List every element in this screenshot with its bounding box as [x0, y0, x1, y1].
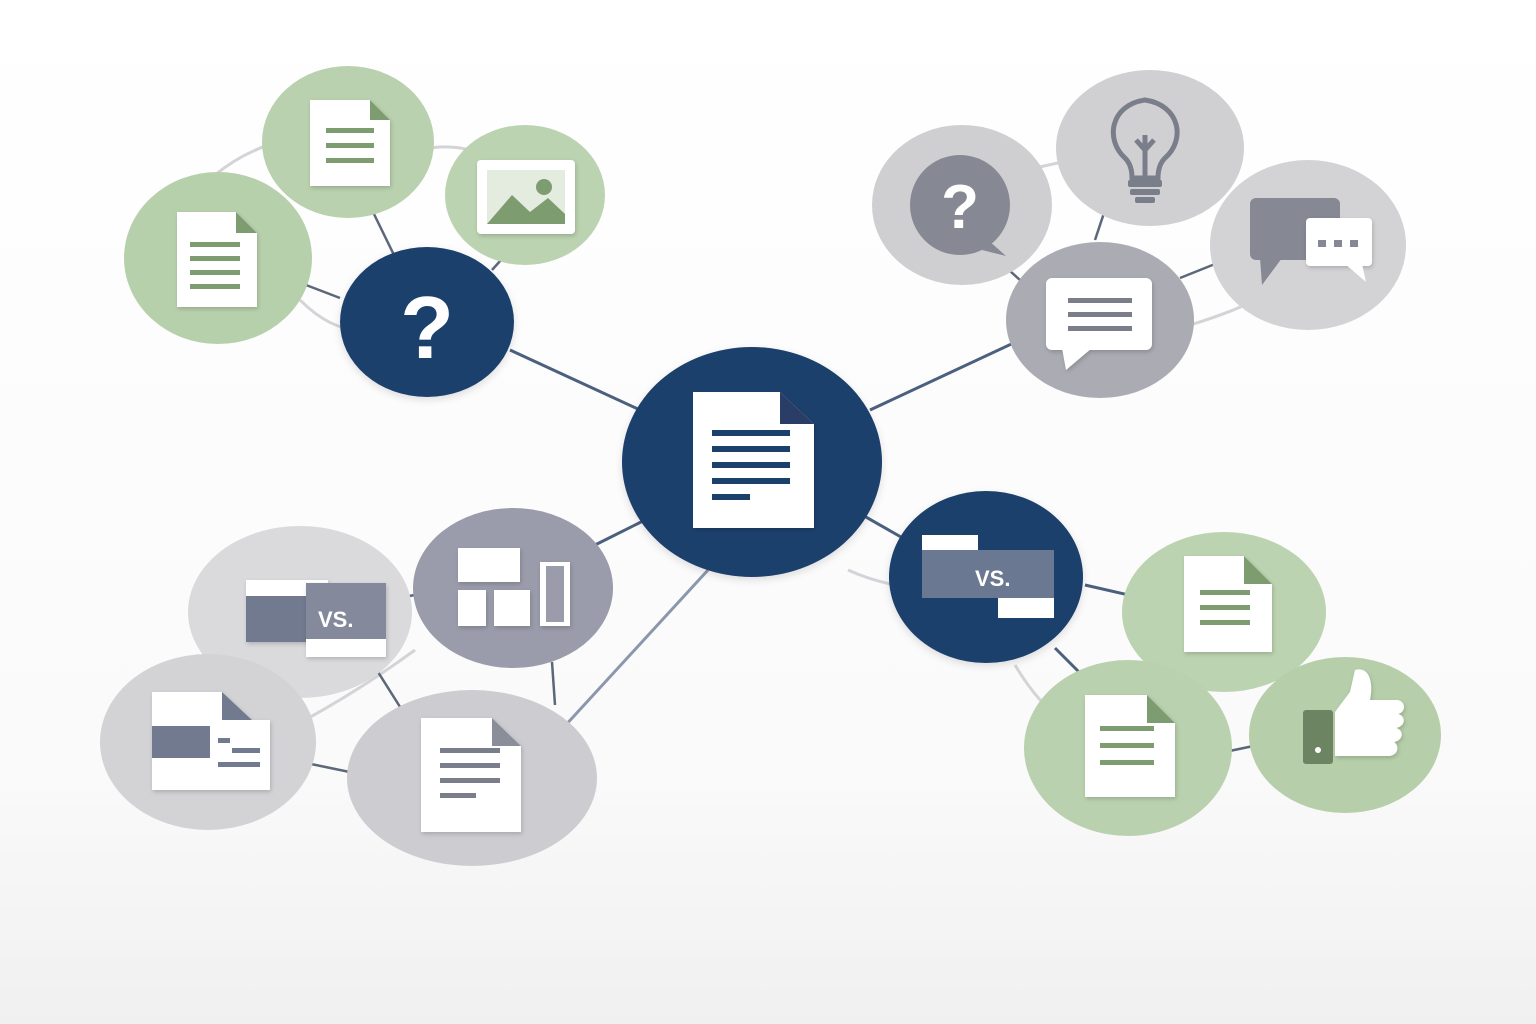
comparison-icon: VS. [922, 535, 1054, 618]
dashboard-icon [458, 548, 570, 626]
comparison-cards-icon: VS. [246, 580, 386, 657]
document-icon [310, 100, 390, 186]
document-icon [1085, 695, 1175, 797]
analysis-cluster: VS. [100, 508, 613, 866]
chat-bubbles-icon [1250, 198, 1372, 285]
long-connector [550, 568, 710, 742]
bubble-slate[interactable] [413, 508, 613, 668]
comparison-hub[interactable]: VS. [889, 491, 1083, 663]
document-icon [177, 212, 257, 307]
central-node[interactable] [622, 347, 882, 577]
text-image-document-icon [152, 692, 270, 790]
svg-text:VS.: VS. [318, 607, 353, 632]
thumbs-up-icon [1303, 669, 1404, 764]
document-icon [421, 718, 521, 832]
svg-text:?: ? [941, 173, 979, 242]
discussion-cluster: ? [872, 70, 1406, 398]
evidence-cluster [1024, 532, 1441, 836]
question-hub[interactable]: ? [340, 247, 514, 397]
svg-text:VS.: VS. [975, 566, 1010, 591]
lightbulb-icon [1110, 97, 1180, 181]
document-icon [1184, 556, 1272, 652]
image-icon [477, 160, 575, 234]
sources-cluster [124, 66, 605, 344]
document-icon [693, 392, 814, 528]
comment-icon [1046, 278, 1152, 370]
question-speech-bubble-icon: ? [910, 155, 1010, 256]
question-mark-icon: ? [400, 278, 454, 377]
lightbulb-base [1128, 180, 1162, 203]
